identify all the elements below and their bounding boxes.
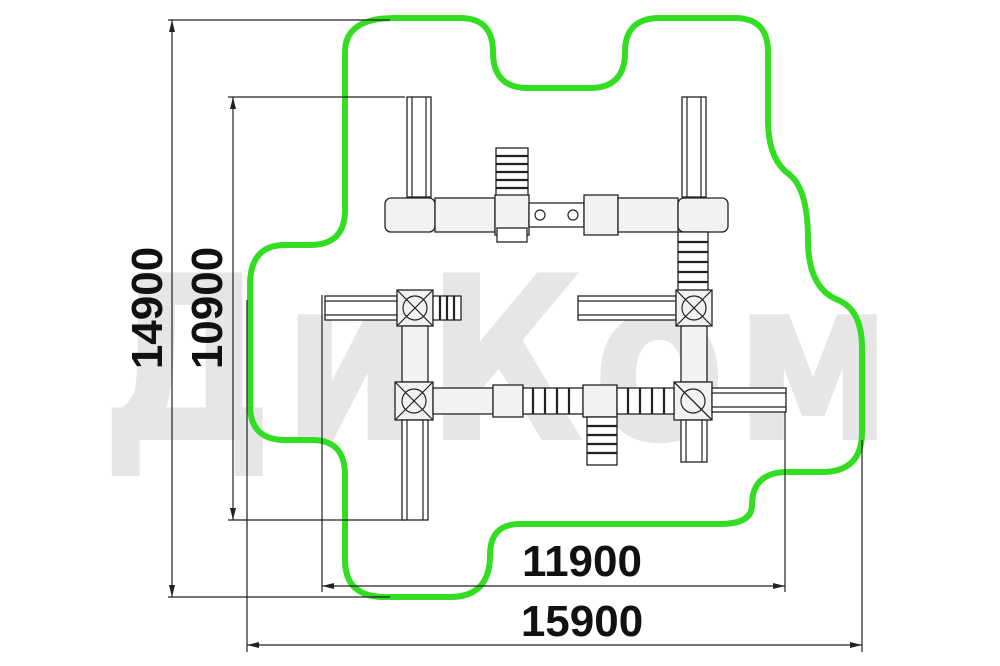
playground-equipment [324, 96, 787, 521]
slide [406, 96, 432, 198]
platform [583, 194, 619, 236]
bridge [617, 197, 679, 233]
platform [582, 384, 618, 418]
bridge [401, 325, 429, 383]
stairs [680, 419, 708, 463]
slide [577, 295, 677, 321]
chain-bridge [616, 387, 675, 415]
platform [384, 197, 436, 233]
dimension-inner-width: 11900 [522, 537, 642, 586]
platform [677, 197, 729, 233]
bridge [432, 387, 494, 415]
dimension-lines [168, 19, 863, 652]
slide [401, 419, 429, 521]
bridge [434, 197, 496, 233]
bridge [680, 325, 708, 383]
tunnel [528, 202, 585, 228]
ladder [586, 416, 618, 466]
slide [681, 96, 707, 198]
safety-zone-boundary [247, 15, 865, 600]
dimension-inner-height: 10900 [183, 247, 232, 369]
slide [324, 295, 398, 321]
dimension-total-height: 14900 [123, 247, 172, 369]
watermark-logo: ДиКом [100, 228, 900, 495]
platform [492, 384, 524, 418]
slide [711, 387, 787, 413]
dimension-total-width: 15900 [521, 597, 643, 646]
